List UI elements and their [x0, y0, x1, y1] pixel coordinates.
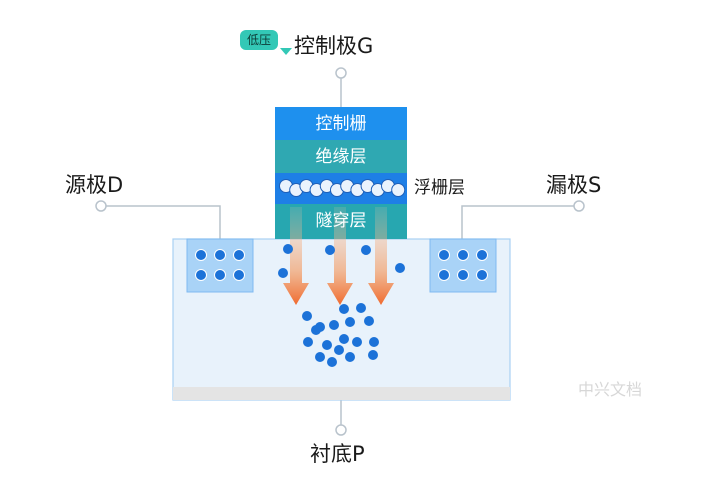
tunnel-layer-label: 隧穿层 [315, 211, 367, 231]
drain-label: 漏极S [546, 173, 602, 197]
drain-electron [438, 249, 450, 261]
channel-electron [361, 245, 371, 255]
control-gate-layer [275, 107, 407, 140]
channel-electron [364, 316, 374, 326]
channel-electron [315, 352, 325, 362]
floating-gate-charge-group [279, 179, 406, 197]
gate-terminal-dot [335, 67, 347, 79]
source-well [186, 238, 254, 293]
source-connector-line [105, 205, 221, 239]
floating-gate-label: 浮栅层 [414, 178, 465, 198]
drain-electron-group [438, 249, 488, 281]
channel-electron [345, 352, 355, 362]
source-terminal-dot [95, 200, 107, 212]
channel-electron [303, 337, 313, 347]
channel-electron [345, 317, 355, 327]
source-electron [214, 269, 226, 281]
source-electron [233, 269, 245, 281]
low-voltage-badge: 低压 [240, 30, 279, 50]
low-voltage-badge-tail [280, 48, 292, 55]
source-electron [233, 249, 245, 261]
drain-connector-line [461, 205, 576, 239]
channel-electron [322, 340, 332, 350]
source-electron [195, 249, 207, 261]
drain-well [429, 238, 497, 293]
channel-electron [302, 311, 312, 321]
channel-electron [339, 304, 349, 314]
drain-electron [457, 249, 469, 261]
substrate-label: 衬底P [310, 442, 365, 466]
gate-label: 控制极G [294, 34, 374, 58]
channel-electron-group [278, 244, 405, 367]
channel-electron [311, 325, 321, 335]
channel-electron [327, 357, 337, 367]
tunnel-arrow-2 [327, 207, 353, 305]
channel-electron [278, 268, 288, 278]
source-electron [195, 269, 207, 281]
drain-electron [476, 249, 488, 261]
tunnel-arrow-group [283, 207, 394, 305]
substrate-bottom-strip [173, 387, 510, 400]
channel-electron [356, 303, 366, 313]
insulation-layer [275, 140, 407, 173]
source-electron-group [195, 249, 245, 281]
drain-electron [476, 269, 488, 281]
channel-electron [352, 337, 362, 347]
channel-electron [339, 334, 349, 344]
floating-gate-charge [391, 183, 406, 197]
channel-electron [283, 244, 293, 254]
substrate-terminal-dot [335, 424, 347, 436]
channel-electron [329, 320, 339, 330]
drain-electron [457, 269, 469, 281]
drain-terminal-dot [573, 200, 585, 212]
channel-electron [395, 263, 405, 273]
watermark: 中兴文档 [578, 380, 643, 399]
control-gate-layer-label: 控制栅 [315, 114, 367, 134]
channel-electron [368, 350, 378, 360]
channel-electron [334, 345, 344, 355]
drain-electron [438, 269, 450, 281]
tunnel-arrow-3 [368, 207, 394, 305]
insulation-layer-label: 绝缘层 [315, 147, 367, 167]
source-label: 源极D [65, 173, 124, 197]
source-electron [214, 249, 226, 261]
channel-electron [325, 245, 335, 255]
tunnel-arrow-1 [283, 207, 309, 305]
channel-electron [369, 337, 379, 347]
